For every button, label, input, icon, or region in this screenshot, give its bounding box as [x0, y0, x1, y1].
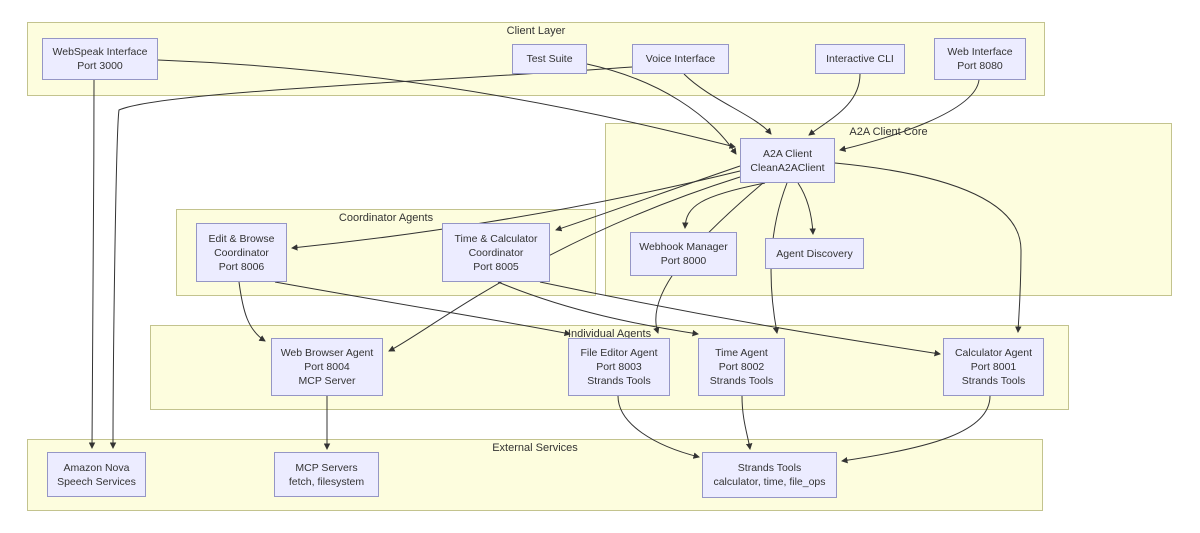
node-agent-discovery-line1: Agent Discovery [776, 247, 853, 260]
edge-test-suite-to-a2a-client [586, 63, 737, 155]
cluster-external-services-label: External Services [492, 442, 578, 454]
node-webspeak-interface-line2: Port 3000 [77, 60, 123, 72]
node-test-suite-line1: Test Suite [526, 53, 573, 65]
node-strands-tools-line1: Strands Tools [737, 462, 802, 474]
node-interactive-cli: Interactive CLI [815, 44, 905, 74]
edge-a2a-client-to-calculator-agent [834, 162, 1022, 333]
node-mcp-servers-line1: MCP Servers [295, 461, 358, 474]
node-file-editor-agent: File Editor Agent Port 8003 Strands Tool… [568, 338, 670, 396]
edge-time-agent-to-strands-tools [741, 395, 753, 450]
node-web-browser-agent: Web Browser Agent Port 8004 MCP Server [271, 338, 383, 396]
node-time-calc-coordinator-line3: Port 8005 [473, 260, 519, 273]
node-test-suite: Test Suite [512, 44, 587, 74]
node-strands-tools: Strands Tools calculator, time, file_ops [702, 452, 837, 498]
edge-a2a-client-to-webhook-manager [682, 182, 766, 229]
node-webhook-manager-line1: Webhook Manager [639, 241, 728, 253]
node-webhook-manager: Webhook Manager Port 8000 [630, 232, 737, 276]
cluster-coordinator-agents-label: Coordinator Agents [338, 212, 434, 224]
node-a2a-client-line2: CleanA2AClient [750, 161, 825, 174]
node-edit-browse-coordinator-line2: Coordinator [214, 246, 269, 259]
node-web-interface-line2: Port 8080 [957, 60, 1003, 72]
node-file-editor-agent-line2: Port 8003 [596, 361, 642, 373]
node-voice-interface-line1: Voice Interface [645, 53, 716, 65]
node-calculator-agent-line3: Strands Tools [961, 375, 1026, 387]
edge-edit-browse-to-web-browser-agent [238, 281, 266, 342]
node-webspeak-interface-line1: WebSpeak Interface [52, 46, 148, 58]
node-voice-interface: Voice Interface [632, 44, 729, 74]
node-interactive-cli-line1: Interactive CLI [826, 53, 894, 65]
node-time-calc-coordinator-line1: Time & Calculator [454, 232, 538, 245]
node-amazon-nova-line2: Speech Services [57, 475, 136, 488]
edge-a2a-client-to-agent-discovery [797, 182, 816, 235]
node-edit-browse-coordinator: Edit & Browse Coordinator Port 8006 [196, 223, 287, 282]
node-file-editor-agent-line3: Strands Tools [587, 375, 651, 387]
cluster-client-layer-label: Client Layer [506, 25, 566, 37]
edge-a2a-client-to-edit-browse-coordinator [291, 170, 741, 251]
edge-voice-interface-to-a2a-client [683, 73, 772, 135]
node-webhook-manager-line2: Port 8000 [660, 255, 707, 267]
node-amazon-nova-line1: Amazon Nova [63, 461, 130, 474]
node-web-browser-agent-line3: MCP Server [298, 375, 356, 387]
edge-webspeak-to-nova [88, 79, 96, 449]
node-mcp-servers-line2: fetch, filesystem [288, 475, 365, 488]
node-agent-discovery: Agent Discovery [765, 238, 864, 269]
node-time-agent-line2: Port 8002 [718, 361, 765, 373]
edge-interactive-cli-to-a2a-client [808, 73, 861, 136]
edge-voice-interface-to-nova [109, 66, 633, 449]
edge-edit-browse-to-file-editor-agent [274, 281, 571, 337]
cluster-individual-agents-label: Individual Agents [567, 328, 652, 340]
node-time-agent-line3: Strands Tools [709, 375, 774, 387]
node-file-editor-agent-line1: File Editor Agent [580, 347, 658, 359]
edge-calculator-agent-to-strands-tools [841, 395, 991, 464]
node-web-interface: Web Interface Port 8080 [934, 38, 1026, 80]
cluster-a2a-client-core-label: A2A Client Core [849, 126, 928, 138]
node-time-agent: Time Agent Port 8002 Strands Tools [698, 338, 785, 396]
node-amazon-nova: Amazon Nova Speech Services [47, 452, 146, 497]
node-webspeak-interface: WebSpeak Interface Port 3000 [42, 38, 158, 80]
node-strands-tools-line2: calculator, time, file_ops [713, 476, 826, 488]
node-calculator-agent-line1: Calculator Agent [954, 347, 1033, 359]
node-edit-browse-coordinator-line1: Edit & Browse [208, 232, 275, 245]
node-web-browser-agent-line1: Web Browser Agent [280, 347, 374, 359]
node-a2a-client-line1: A2A Client [762, 147, 813, 160]
edge-file-editor-agent-to-strands-tools [617, 395, 700, 459]
node-a2a-client: A2A Client CleanA2AClient [740, 138, 835, 183]
edge-web-interface-to-a2a-client [839, 79, 980, 152]
node-time-calc-coordinator-line2: Coordinator [468, 246, 524, 259]
node-edit-browse-coordinator-line3: Port 8006 [218, 260, 265, 273]
node-time-agent-line1: Time Agent [715, 347, 768, 359]
cluster-external-services: External Services [27, 439, 1043, 511]
node-mcp-servers: MCP Servers fetch, filesystem [274, 452, 379, 497]
edge-time-calc-to-time-agent [497, 281, 699, 337]
node-time-calc-coordinator: Time & Calculator Coordinator Port 8005 [442, 223, 550, 282]
edge-a2a-client-to-time-calc-coordinator [555, 165, 741, 232]
node-calculator-agent-line2: Port 8001 [970, 361, 1017, 373]
edge-webspeak-to-a2a-client [157, 59, 736, 149]
node-web-interface-line1: Web Interface [947, 46, 1013, 58]
edge-time-calc-to-calculator-agent [539, 281, 941, 357]
node-calculator-agent: Calculator Agent Port 8001 Strands Tools [943, 338, 1044, 396]
node-web-browser-agent-line2: Port 8004 [304, 361, 350, 373]
